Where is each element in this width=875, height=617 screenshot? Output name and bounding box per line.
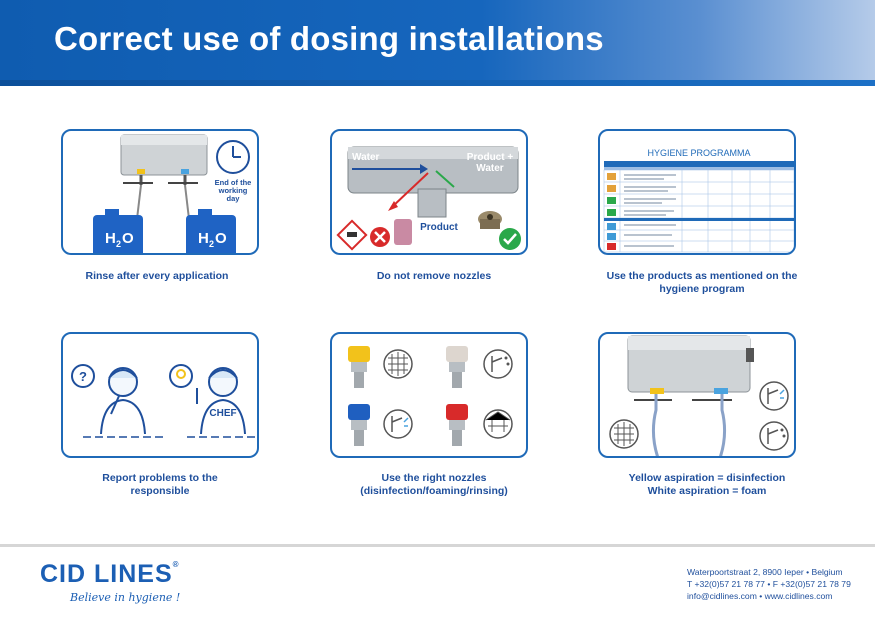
yellow-nozzle-icon <box>348 346 370 388</box>
caption-nozzles: Do not remove nozzles <box>376 270 492 282</box>
card-right-nozzles <box>330 332 528 458</box>
rinsing-symbol-icon <box>759 381 789 411</box>
svg-text:O: O <box>215 230 227 247</box>
web-line: info@cidlines.com • www.cidlines.com <box>687 591 833 601</box>
cid-lines-logo: CID LINES® <box>40 560 180 588</box>
can-label-h: H <box>105 230 116 247</box>
foaming-symbol-icon <box>759 421 789 451</box>
caption-hygiene: Use the products as mentioned on the hyg… <box>606 270 798 295</box>
idea-bulb-icon <box>169 364 193 388</box>
svg-text:O: O <box>122 230 134 247</box>
card-rinse: H 2 O H 2 O End of the working day <box>61 129 259 255</box>
foaming-symbol-icon <box>483 349 513 379</box>
worker-thinking-icon <box>100 367 146 435</box>
disinfection-symbol-icon <box>383 349 413 379</box>
chef-label: CHEF <box>209 408 236 419</box>
card-nozzles: Water Product + Water Product <box>330 129 528 255</box>
header-divider <box>0 80 875 86</box>
white-nozzle-icon <box>446 346 468 388</box>
chef-icon <box>196 367 246 435</box>
injector-diagram-icon <box>347 146 519 218</box>
clock-label-1: End of the <box>215 178 252 187</box>
contact-info: Waterpoortstraat 2, 8900 Ieper • Belgium… <box>687 566 851 602</box>
water-can-icon <box>93 215 143 253</box>
nozzle-icon <box>478 211 502 229</box>
card-aspiration <box>598 332 796 458</box>
dosing-tank-icon <box>627 335 754 393</box>
can-label-h: H <box>198 230 209 247</box>
white-aspiration-icon <box>714 388 728 394</box>
question-mark: ? <box>79 369 87 384</box>
svg-text:2: 2 <box>116 239 121 249</box>
svg-text:2: 2 <box>209 239 214 249</box>
ceiling-symbol-icon <box>483 409 513 439</box>
approved-check-icon <box>499 228 521 250</box>
caption-report: Report problems to the responsible <box>102 472 218 497</box>
card-hygiene: HYGIENE PROGRAMMA <box>598 129 796 255</box>
address-line: Waterpoortstraat 2, 8900 Ieper • Belgium <box>687 567 843 577</box>
question-bubble-icon <box>71 364 95 388</box>
product-water-label-1: Product + <box>467 152 514 163</box>
product-label: Product <box>420 222 458 233</box>
card-report: ? CHEF <box>61 332 259 458</box>
hygiene-program-table-icon <box>603 161 794 253</box>
hazard-diamond-icon <box>336 219 368 251</box>
clock-icon <box>216 140 250 174</box>
clock-label-3: day <box>227 194 241 203</box>
hand-icon <box>394 219 412 245</box>
blue-nozzle-icon <box>348 404 370 446</box>
clock-label-2: working <box>218 186 248 195</box>
water-can-icon <box>186 215 236 253</box>
footer-divider <box>0 544 875 547</box>
caption-right-nozzles: Use the right nozzles (disinfection/foam… <box>360 472 508 497</box>
caption-rinse: Rinse after every application <box>85 270 229 282</box>
tagline: Believe in hygiene ! <box>70 591 181 604</box>
caption-aspiration: Yellow aspiration = disinfection White a… <box>628 472 786 497</box>
phone-line: T +32(0)57 21 78 77 • F +32(0)57 21 78 7… <box>687 579 851 589</box>
water-label: Water <box>352 152 380 163</box>
disinfection-symbol-icon <box>609 419 639 449</box>
forbidden-cross-icon <box>370 227 390 247</box>
red-nozzle-icon <box>446 404 468 446</box>
header-banner: Correct use of dosing installations <box>0 0 875 80</box>
rinsing-symbol-icon <box>383 409 413 439</box>
yellow-aspiration-icon <box>650 388 664 394</box>
page-title: Correct use of dosing installations <box>54 20 604 57</box>
program-title: HYGIENE PROGRAMMA <box>647 148 750 158</box>
product-water-label-2: Water <box>476 163 504 174</box>
